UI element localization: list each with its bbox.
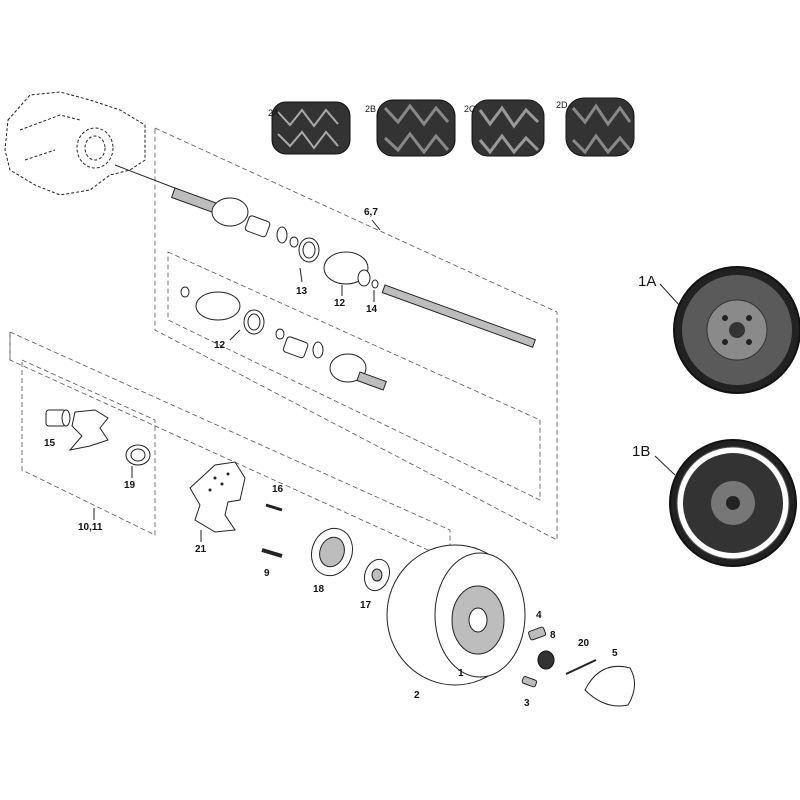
drive-shaft-upper xyxy=(170,187,536,348)
label-17: 17 xyxy=(360,600,372,611)
wheel-and-tire xyxy=(386,544,526,686)
label-3: 3 xyxy=(524,698,530,709)
tire-2c xyxy=(471,99,545,157)
bolt-16 xyxy=(265,503,283,512)
stud-9 xyxy=(261,548,283,558)
brake-shield xyxy=(189,461,246,533)
label-18: 18 xyxy=(313,584,325,595)
drive-shaft-lower xyxy=(180,286,387,391)
differential-housing xyxy=(4,91,146,196)
label-5: 5 xyxy=(612,648,618,659)
label-12-upper: 12 xyxy=(334,298,346,309)
wheel-hub xyxy=(363,558,391,592)
hub-cap-5 xyxy=(584,665,635,707)
label-19: 19 xyxy=(124,480,136,491)
brake-disc xyxy=(310,527,354,577)
knuckle-assembly xyxy=(45,409,151,466)
leader-1a xyxy=(659,283,681,307)
label-4: 4 xyxy=(536,610,542,621)
label-2: 2 xyxy=(414,690,420,701)
alloy-rim-1b xyxy=(669,439,797,567)
tire-2b xyxy=(376,99,456,157)
steel-rim-1a xyxy=(673,266,800,394)
label-13: 13 xyxy=(296,286,308,297)
label-21: 21 xyxy=(195,544,207,555)
label-1: 1 xyxy=(458,668,464,679)
label-20: 20 xyxy=(578,638,590,649)
knuckle-frame xyxy=(21,359,156,536)
cotter-pin-20 xyxy=(565,659,597,675)
label-16: 16 xyxy=(272,484,284,495)
label-12-lower: 12 xyxy=(214,340,226,351)
label-6-7: 6,7 xyxy=(364,207,378,218)
inner-axle-frame xyxy=(167,251,541,501)
nut-4 xyxy=(528,626,547,641)
label-2a: 2A xyxy=(268,108,279,118)
lug-nut-3 xyxy=(521,676,538,688)
tire-2a xyxy=(271,101,351,155)
leader-1b xyxy=(654,455,676,476)
label-2b: 2B xyxy=(365,104,376,114)
tire-2d xyxy=(565,97,635,157)
leader-12-lower xyxy=(229,329,241,341)
label-2d: 2D xyxy=(556,100,568,110)
label-2c: 2C xyxy=(464,104,476,114)
leader-line xyxy=(114,164,181,191)
label-8: 8 xyxy=(550,630,556,641)
castle-nut-8 xyxy=(537,650,555,670)
leader-13 xyxy=(299,267,303,283)
leader-6-7 xyxy=(371,219,381,231)
label-9: 9 xyxy=(264,568,270,579)
label-10-11: 10,11 xyxy=(78,522,103,533)
label-1b: 1B xyxy=(632,443,650,460)
label-14: 14 xyxy=(366,304,378,315)
label-1a: 1A xyxy=(638,273,656,290)
label-15: 15 xyxy=(44,438,56,449)
